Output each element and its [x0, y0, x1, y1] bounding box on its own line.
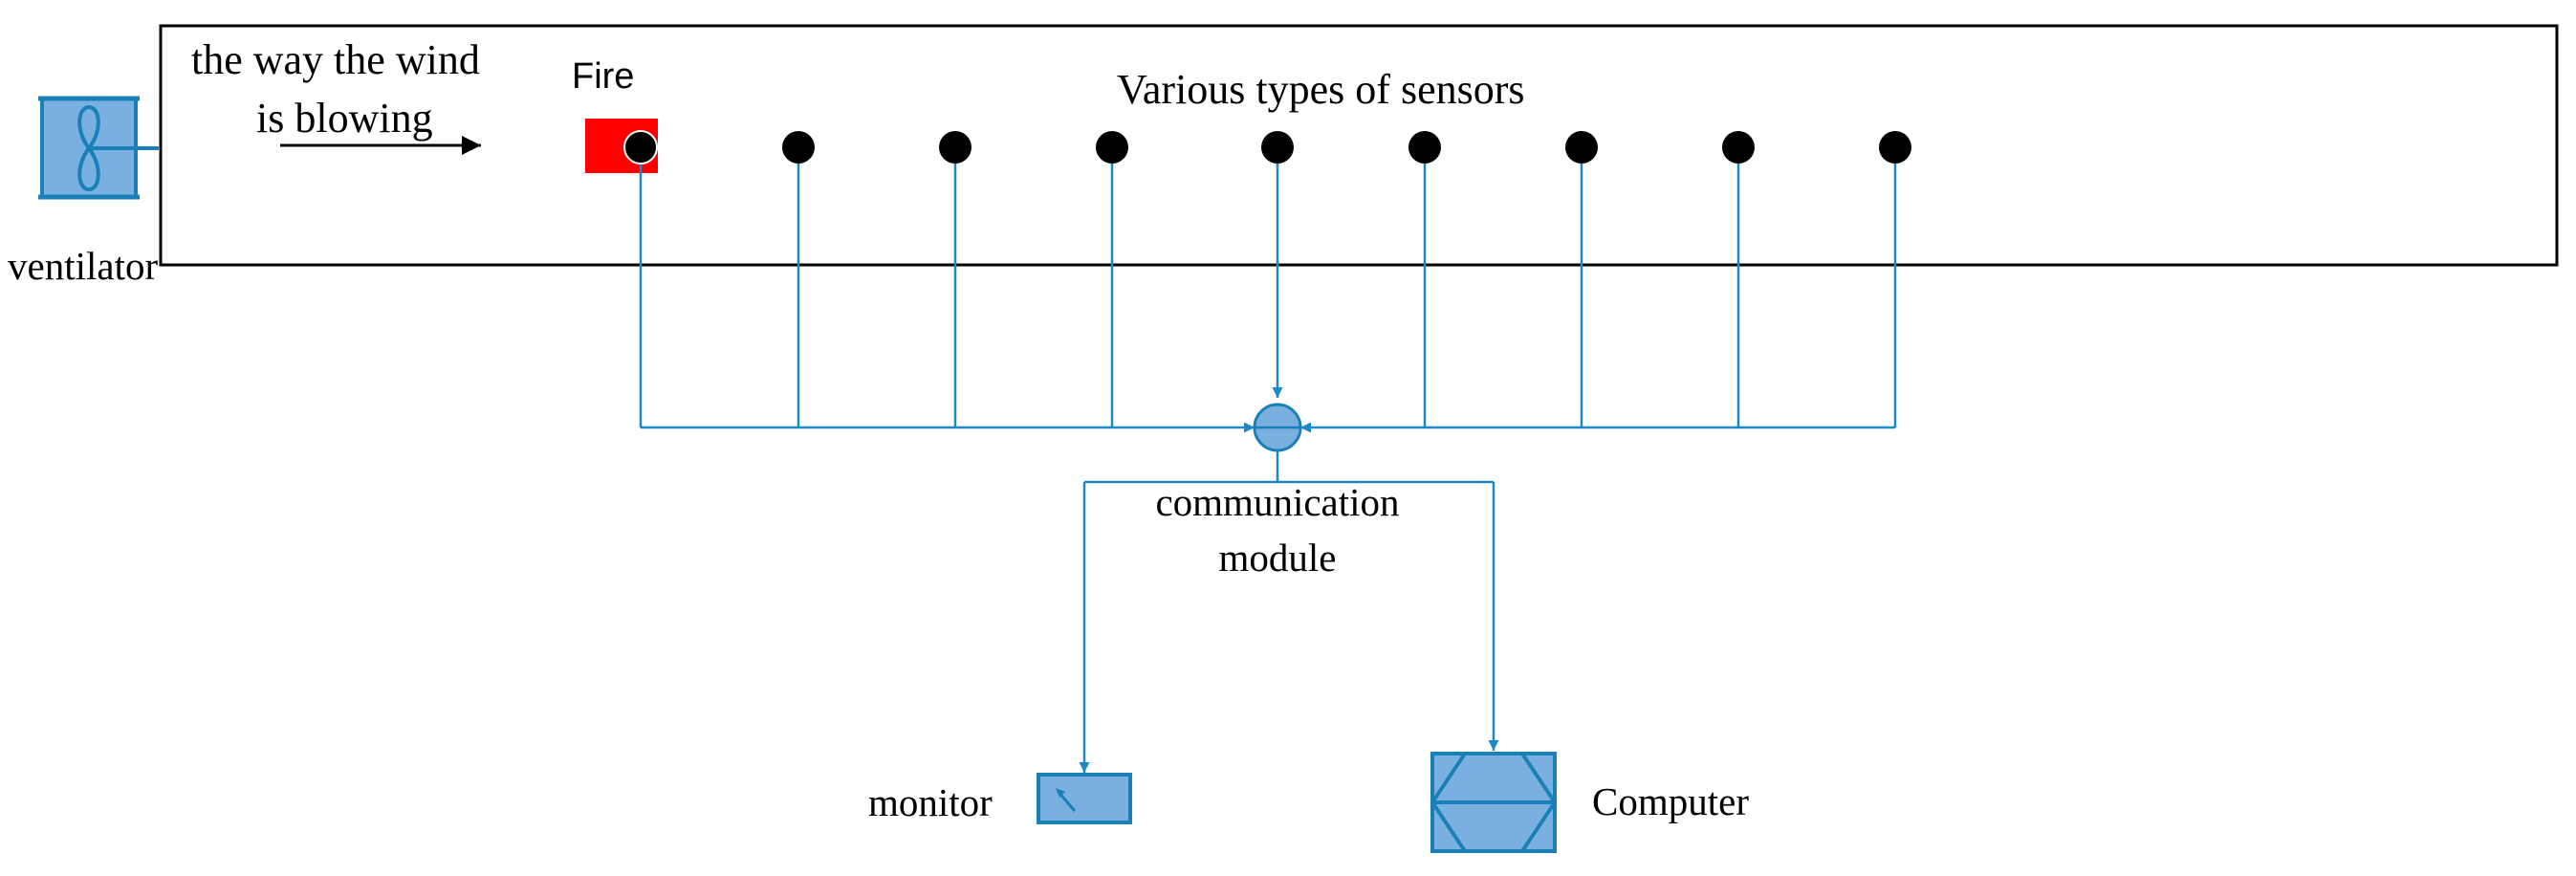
sensor-dot: [1565, 131, 1598, 164]
communication-label-line1: communication: [1155, 480, 1399, 524]
sensors-title: Various types of sensors: [1117, 66, 1525, 113]
computer-label: Computer: [1592, 779, 1749, 823]
sensor-dot: [782, 131, 815, 164]
sensor-wiring: [639, 147, 1897, 433]
sensor-dot: [1722, 131, 1755, 164]
sensor-dot: [1261, 131, 1294, 164]
monitor-icon: [1037, 773, 1132, 824]
ventilator-icon: [38, 96, 159, 200]
monitor-label: monitor: [868, 780, 993, 824]
sensor-dot: [1096, 131, 1128, 164]
sensor-dot: [939, 131, 971, 164]
sensor-dot: [1879, 131, 1911, 164]
sensor-dot: [623, 130, 658, 164]
computer-icon: [1430, 752, 1558, 853]
fire-label: Fire: [572, 56, 634, 97]
sensor-row: [623, 130, 1911, 164]
communication-module-icon: [1253, 403, 1302, 452]
sensor-dot: [1408, 131, 1441, 164]
tunnel-box: [159, 24, 2559, 267]
communication-label-line2: module: [1219, 536, 1337, 580]
wind-label-line2: is blowing: [256, 95, 433, 142]
ventilator-label: ventilator: [8, 244, 158, 288]
wind-label-line1: the way the wind: [191, 36, 480, 83]
output-wiring: [1079, 450, 1499, 773]
